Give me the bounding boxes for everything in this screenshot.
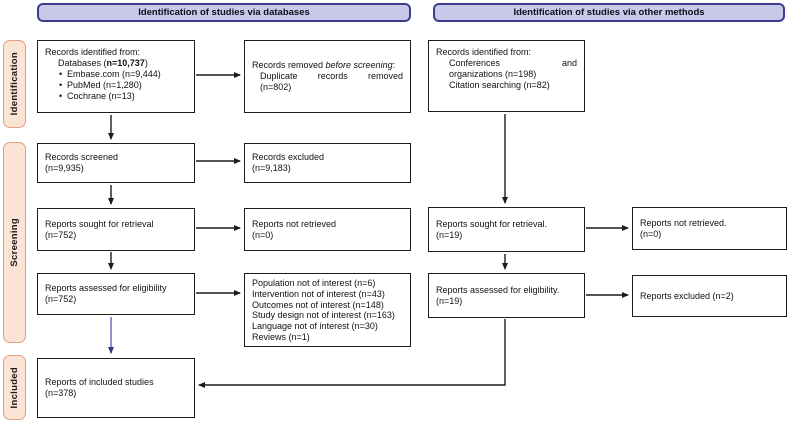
bullet-embase: Embase.com (n=9,444) (45, 69, 187, 80)
box-count: (n=9,183) (252, 163, 291, 173)
box-line: Records removed before screening: (252, 60, 403, 71)
box-line: Reports of included studies (45, 377, 154, 388)
box-title: Records identified from: (45, 47, 141, 57)
box-count: (n=19) (436, 295, 463, 306)
box-reports-assessed-databases: Reports assessed for eligibility (n=752) (37, 273, 195, 315)
box-records-screened: Records screened (n=9,935) (37, 143, 195, 183)
box-reports-not-retrieved-other: Reports not retrieved. (n=0) (632, 207, 787, 250)
box-count: (n=752) (45, 294, 77, 304)
box-records-identified-databases: Records identified from: Databases (n=10… (37, 40, 195, 113)
box-count: (n=0) (252, 229, 274, 240)
box-count: (n=0) (640, 228, 662, 239)
box-count: (n=19) (436, 229, 463, 240)
header-other-methods: Identification of studies via other meth… (433, 3, 785, 22)
box-line: Reports sought for retrieval. (436, 218, 548, 229)
line-italic: before screening (325, 60, 393, 71)
box-reports-excluded-other: Reports excluded (n=2) (632, 275, 787, 317)
box-line: organizations (n=198) (449, 68, 537, 79)
box-line: Reports assessed for eligibility. (436, 284, 560, 295)
side-label-included-text: Included (9, 366, 20, 409)
box-reports-not-retrieved-databases: Reports not retrieved (n=0) (244, 208, 411, 251)
bullet-cochrane: Cochrane (n=13) (45, 91, 187, 102)
box-reports-assessed-other: Reports assessed for eligibility. (n=19) (428, 273, 585, 318)
subtitle-post: ) (144, 57, 148, 68)
box-title: Records identified from: (436, 47, 532, 57)
side-label-included: Included (3, 355, 26, 420)
box-line: Reports assessed for eligibility (45, 283, 167, 294)
exclusion-reason: Intervention not of interest (n=43) (252, 288, 385, 299)
box-reports-included: Reports of included studies (n=378) (37, 358, 195, 418)
exclusion-reason: Language not of interest (n=30) (252, 321, 378, 332)
box-count: (n=752) (45, 229, 77, 240)
box-count: (n=378) (45, 388, 77, 398)
box-records-removed: Records removed before screening: Duplic… (244, 40, 411, 113)
box-line: Records excluded (252, 152, 325, 163)
side-label-identification: Identification (3, 40, 26, 128)
header-databases-label: Identification of studies via databases (138, 7, 310, 18)
exclusion-reason: Reviews (n=1) (252, 331, 310, 342)
side-label-screening: Screening (3, 142, 26, 343)
box-line: Reports not retrieved. (640, 217, 727, 228)
side-label-screening-text: Screening (9, 218, 20, 267)
box-line: Reports not retrieved (252, 218, 337, 229)
exclusion-reason: Outcomes not of interest (n=148) (252, 299, 384, 310)
box-subtitle: Databases (n=10,737) (45, 58, 187, 69)
exclusion-reason: Study design not of interest (n=163) (252, 310, 395, 321)
header-databases: Identification of studies via databases (37, 3, 411, 22)
box-count: (n=9,935) (45, 163, 84, 173)
box-exclusion-reasons: Population not of interest (n=6) Interve… (244, 273, 411, 347)
box-line: Citation searching (n=82) (449, 79, 550, 90)
box-line: Reports excluded (n=2) (640, 290, 734, 301)
subtitle-count: n=10,737 (106, 57, 145, 68)
box-line: Records screened (45, 152, 119, 163)
line-post: : (392, 60, 396, 71)
box-reports-sought-other: Reports sought for retrieval. (n=19) (428, 207, 585, 252)
line-pre: Records removed (252, 60, 326, 71)
subtitle-pre: Databases ( (58, 57, 107, 68)
box-reports-sought-databases: Reports sought for retrieval (n=752) (37, 208, 195, 251)
box-count: (n=802) (260, 81, 292, 92)
side-label-identification-text: Identification (9, 52, 20, 116)
box-records-excluded: Records excluded (n=9,183) (244, 143, 411, 183)
bullet-pubmed: PubMed (n=1,280) (45, 80, 187, 91)
box-line: Reports sought for retrieval (45, 218, 154, 229)
exclusion-reason: Population not of interest (n=6) (252, 278, 376, 288)
header-other-methods-label: Identification of studies via other meth… (513, 7, 705, 18)
